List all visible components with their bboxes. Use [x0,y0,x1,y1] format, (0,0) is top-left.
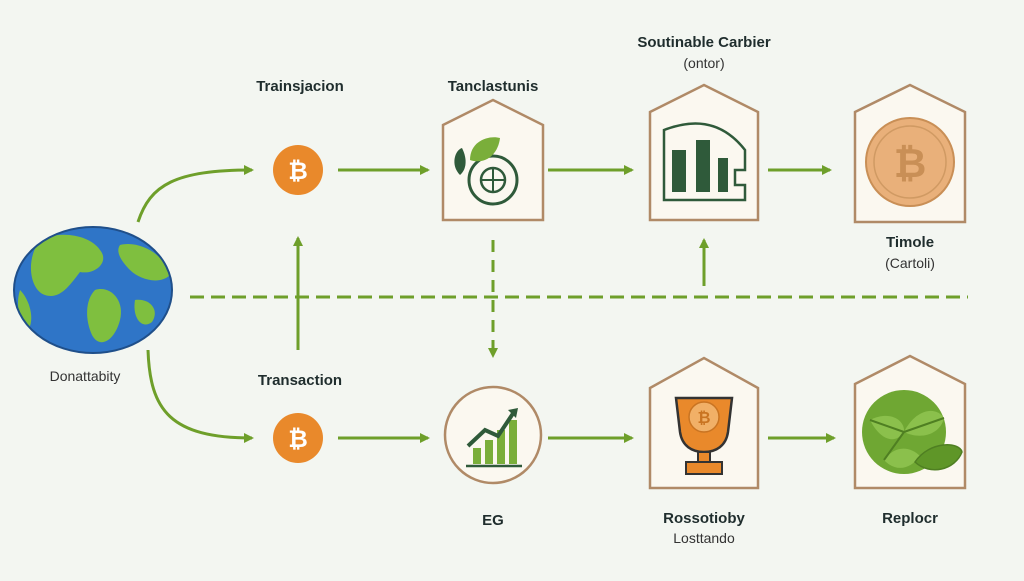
top-middle-label: Tanclastunis [447,78,539,95]
trophy-icon: ₿ [674,396,734,475]
top-right-title: Soutinable Carbier [637,34,771,51]
bitcoin-bronze-icon: ₿ [865,117,955,207]
growth-chart-icon [466,408,522,468]
globe-icon [13,226,173,354]
svg-text:₿: ₿ [288,426,308,453]
house-frame-top-middle [441,98,545,222]
house-frame-far-right: ₿ [853,83,967,224]
far-right-title: Timole [885,234,935,251]
factory-chart-icon [662,122,747,202]
house-frame-bottom-right: ₿ [648,356,760,490]
far-bottom-right-label: Replocr [882,510,938,527]
arrow-globe-to-top-coin [136,165,254,223]
far-right-subtitle: (Cartoli) [885,255,935,271]
top-right-subtitle: (ontor) [683,55,725,71]
svg-text:₿: ₿ [894,142,927,186]
svg-text:₿: ₿ [288,158,308,185]
bottom-right-title: Rossotioby [663,510,745,527]
bitcoin-icon-bottom: ₿ [273,413,323,463]
bitcoin-icon-top: ₿ [273,145,323,195]
house-frame-top-right [648,83,760,222]
globe-label: Donattabity [49,368,121,384]
svg-text:₿: ₿ [697,409,710,427]
bottom-right-subtitle: Losttando [673,530,735,546]
house-frame-far-bottom-right [853,354,967,490]
circle-frame-bottom-middle [443,385,543,485]
leaf-globe-icon [454,137,519,206]
top-transaction-label: Trainsjacion [256,78,344,95]
bottom-middle-label: EG [482,512,504,529]
bottom-transaction-label: Transaction [257,372,343,389]
leaves-icon [862,390,963,474]
arrow-globe-to-bottom-coin [146,349,254,443]
